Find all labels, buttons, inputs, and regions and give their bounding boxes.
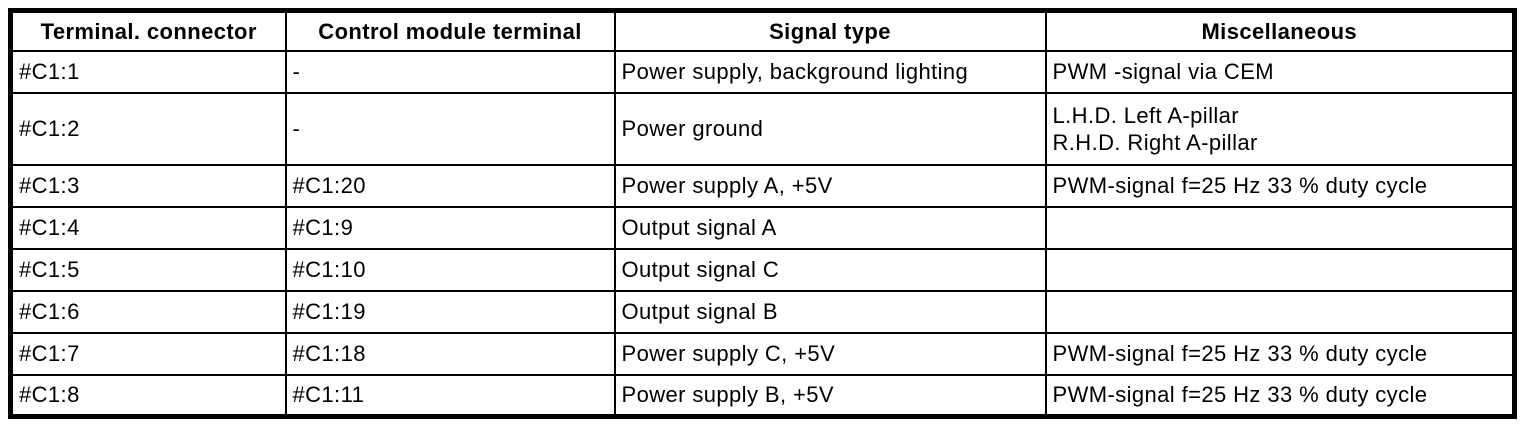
cell-signal-type: Power supply B, +5V [613,373,1047,418]
cell-module-terminal: #C1:11 [284,373,616,418]
cell-terminal-connector: #C1:4 [9,205,287,250]
cell-terminal-connector: #C1:2 [9,91,287,166]
cell-module-terminal: #C1:20 [284,163,616,208]
table-row: #C1:1 - Power supply, background lightin… [9,49,1516,94]
cell-terminal-connector: #C1:7 [9,331,287,376]
cell-module-terminal: - [284,91,616,166]
table-row: #C1:8 #C1:11 Power supply B, +5V PWM-sig… [9,373,1516,418]
cell-miscellaneous: PWM-signal f=25 Hz 33 % duty cycle [1044,373,1516,418]
table-row: #C1:3 #C1:20 Power supply A, +5V PWM-sig… [9,163,1516,208]
cell-module-terminal: - [284,49,616,94]
cell-miscellaneous: PWM -signal via CEM [1044,49,1516,94]
cell-miscellaneous: PWM-signal f=25 Hz 33 % duty cycle [1044,331,1516,376]
cell-signal-type: Power ground [613,91,1047,166]
table-row: #C1:2 - Power ground L.H.D. Left A-pilla… [9,91,1516,166]
cell-terminal-connector: #C1:1 [9,49,287,94]
column-header-signal-type: Signal type [613,9,1047,52]
table-row: #C1:4 #C1:9 Output signal A [9,205,1516,250]
cell-terminal-connector: #C1:8 [9,373,287,418]
cell-miscellaneous [1044,247,1516,292]
terminal-pinout-table: Terminal. connector Control module termi… [8,8,1517,419]
cell-miscellaneous: L.H.D. Left A-pillar R.H.D. Right A-pill… [1044,91,1516,166]
table-row: #C1:6 #C1:19 Output signal B [9,289,1516,334]
column-header-terminal-connector: Terminal. connector [9,9,287,52]
table-row: #C1:7 #C1:18 Power supply C, +5V PWM-sig… [9,331,1516,376]
cell-signal-type: Power supply, background lighting [613,49,1047,94]
cell-terminal-connector: #C1:5 [9,247,287,292]
cell-terminal-connector: #C1:3 [9,163,287,208]
cell-signal-type: Output signal A [613,205,1047,250]
cell-module-terminal: #C1:10 [284,247,616,292]
cell-signal-type: Output signal C [613,247,1047,292]
cell-module-terminal: #C1:19 [284,289,616,334]
column-header-miscellaneous: Miscellaneous [1044,9,1516,52]
cell-miscellaneous [1044,205,1516,250]
cell-miscellaneous [1044,289,1516,334]
table-header-row: Terminal. connector Control module termi… [9,9,1516,52]
cell-signal-type: Power supply A, +5V [613,163,1047,208]
cell-module-terminal: #C1:18 [284,331,616,376]
cell-terminal-connector: #C1:6 [9,289,287,334]
table-row: #C1:5 #C1:10 Output signal C [9,247,1516,292]
cell-module-terminal: #C1:9 [284,205,616,250]
cell-signal-type: Power supply C, +5V [613,331,1047,376]
column-header-control-module-terminal: Control module terminal [284,9,616,52]
cell-miscellaneous: PWM-signal f=25 Hz 33 % duty cycle [1044,163,1516,208]
cell-signal-type: Output signal B [613,289,1047,334]
